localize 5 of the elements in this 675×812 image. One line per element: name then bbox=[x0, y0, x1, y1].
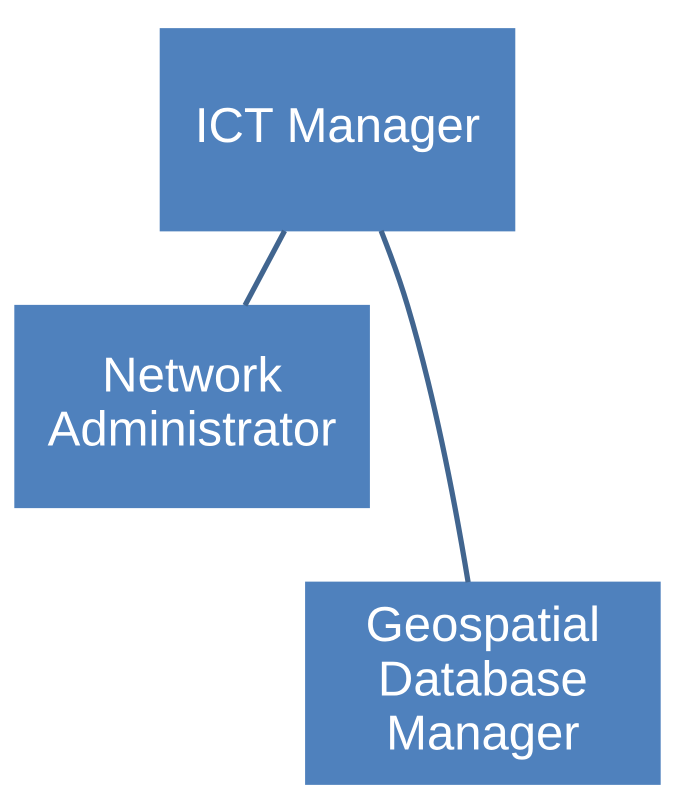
connector bbox=[378, 229, 471, 582]
connector bbox=[242, 229, 287, 306]
node-box: ICT Manager bbox=[160, 28, 516, 231]
node-box: Geospatial Database Manager bbox=[305, 581, 661, 784]
node-box: Network Administrator bbox=[14, 304, 370, 508]
